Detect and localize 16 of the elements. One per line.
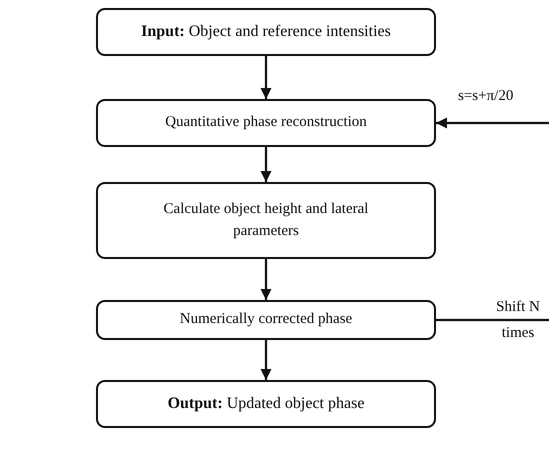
box-text: Input: Object and reference intensities: [141, 22, 391, 42]
process-box: [96, 99, 436, 147]
process-box: [96, 182, 436, 259]
process-box: [96, 8, 436, 56]
arrow: [260, 259, 272, 300]
process-box: [96, 300, 436, 340]
box-text: Quantitative phase reconstruction: [165, 113, 367, 132]
arrow: [260, 56, 272, 99]
arrow: [260, 340, 272, 380]
arrow: [436, 118, 549, 128]
box-text: Numerically corrected phase: [180, 310, 352, 330]
box-text: Calculate object height and lateral parameters: [162, 200, 370, 240]
box-text: Output: Updated object phase: [168, 394, 364, 414]
edge-label: Shift N times: [495, 298, 541, 343]
process-box: [96, 380, 436, 428]
arrow: [260, 147, 272, 182]
